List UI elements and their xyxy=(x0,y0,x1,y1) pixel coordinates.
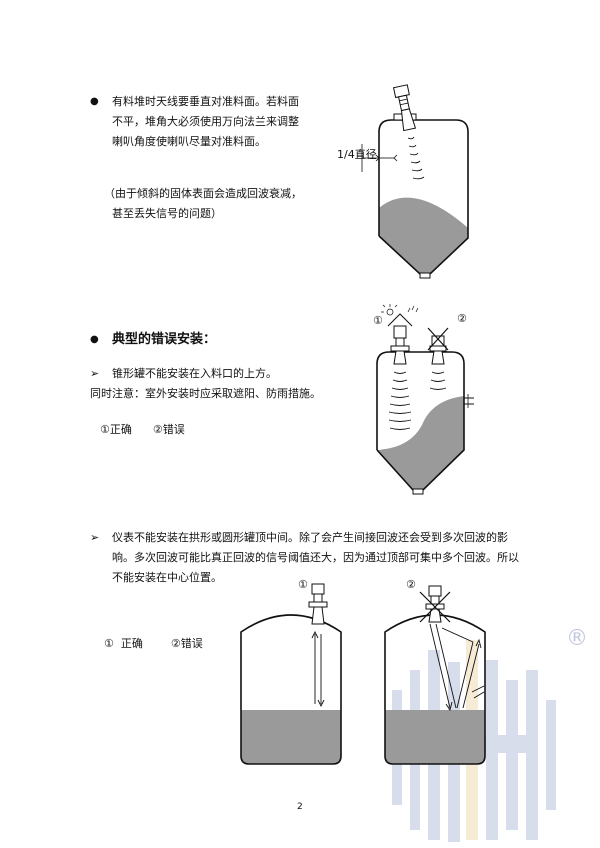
section1-line-3: 喇叭角度使喇叭尽量对准料面。 xyxy=(112,135,266,148)
section1-note-2: 甚至丢失信号的问题） xyxy=(112,207,222,220)
section2-legend: ①正确 ②错误 xyxy=(100,423,185,436)
figure2-marker-wrong: ② xyxy=(457,312,467,325)
section3-arrow: ➢ xyxy=(90,531,100,544)
section2-bullet: ● xyxy=(90,334,99,345)
figure3-marker-correct: ① xyxy=(298,578,308,591)
section3-line-2: 响。多次回波可能比真正回波的信号阈值还大，因为通过顶部可集中多个回波。所以 xyxy=(112,551,519,564)
figure1-dimension-label: 1/4直径 xyxy=(337,148,377,161)
section1-note-1: （由于倾斜的固体表面会造成回波衰减， xyxy=(104,187,302,200)
registered-mark: ® xyxy=(566,626,588,651)
section2-line-1: 锥形罐不能安装在入料口的上方。 xyxy=(112,367,277,380)
figure-tank-pile xyxy=(361,84,469,279)
section1-bullet: ● xyxy=(90,96,99,107)
section1-line-1: 有料堆时天线要垂直对准料面。若料面 xyxy=(112,95,299,108)
figure-dome-tank-wrong xyxy=(384,585,486,765)
section2-arrow: ➢ xyxy=(90,367,100,380)
section3-line-1: 仪表不能安装在拱形或圆形罐顶中间。除了会产生间接回波还会受到多次回波的影 xyxy=(112,531,508,544)
section1-line-2: 不平，堆角大必须使用万向法兰来调整 xyxy=(112,115,299,128)
page-number: 2 xyxy=(297,802,303,812)
section2-line-2: 同时注意：室外安装时应采取遮阳、防雨措施。 xyxy=(90,387,321,400)
figure3-marker-wrong: ② xyxy=(406,578,416,591)
section3-legend: ① 正确 ②错误 xyxy=(104,637,203,650)
section2-heading: 典型的错误安装： xyxy=(112,332,217,347)
figure-dome-tank-correct xyxy=(240,583,342,765)
section3-line-3: 不能安装在中心位置。 xyxy=(112,571,222,584)
figure-cone-tank xyxy=(376,304,474,495)
figure2-marker-correct: ① xyxy=(373,314,383,327)
